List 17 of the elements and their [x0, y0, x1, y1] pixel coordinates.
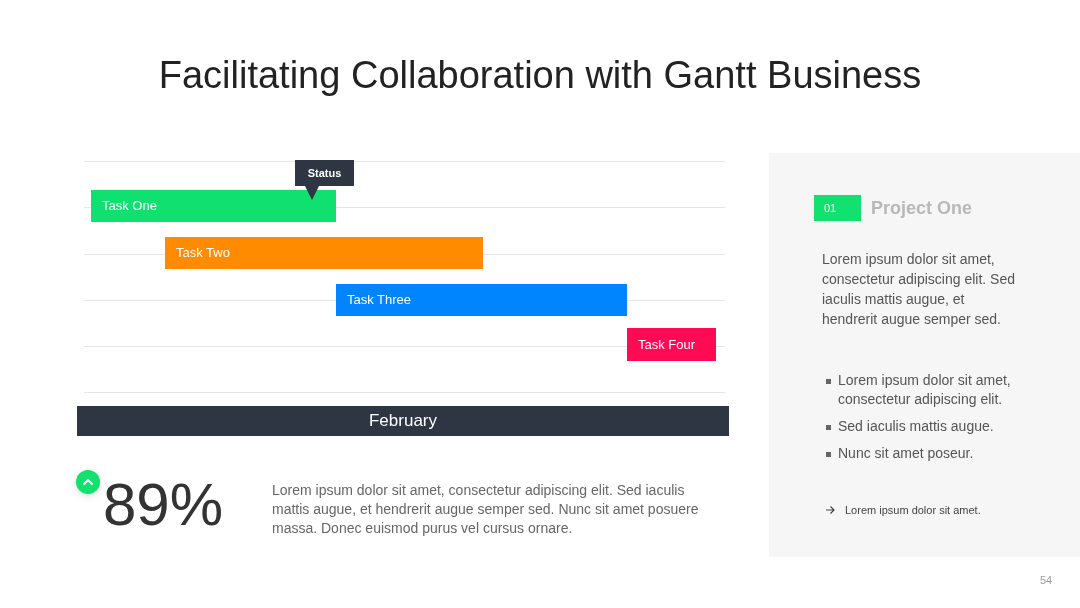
task-bar: Task One — [91, 190, 336, 222]
task-bar: Task Three — [336, 284, 627, 316]
percentage-value: 89% — [103, 472, 224, 538]
slide-title: Facilitating Collaboration with Gantt Business — [157, 53, 923, 98]
description-text: Lorem ipsum dolor sit amet, consectetur adipiscing elit. Sed iaculis mattis augue, et hendrerit augue semper sed. Nunc sit amet posuere massa. Donec euismod purus vel cursus ornare. — [272, 481, 700, 538]
task-bar: Task Two — [165, 237, 483, 269]
number-badge: 01 — [814, 195, 861, 221]
task-bar: Task Four — [627, 328, 716, 361]
page-number: 54 — [1040, 573, 1053, 587]
heading-text: Project One — [871, 197, 973, 220]
bullet-text: Nunc sit amet poseur. — [838, 444, 975, 463]
bullet-text: Sed iaculis mattis augue. — [838, 417, 995, 436]
note-text: Lorem ipsum dolor sit amet. — [845, 503, 982, 517]
description-text: Lorem ipsum dolor sit amet, consectetur adipiscing elit. Sed iaculis mattis augue, et hendrerit augue semper sed. — [822, 250, 1016, 329]
side-panel — [769, 153, 1080, 557]
month-bar: February — [77, 406, 729, 436]
bullet-text: Lorem ipsum dolor sit amet, consectetur adipiscing elit. — [838, 371, 1012, 409]
